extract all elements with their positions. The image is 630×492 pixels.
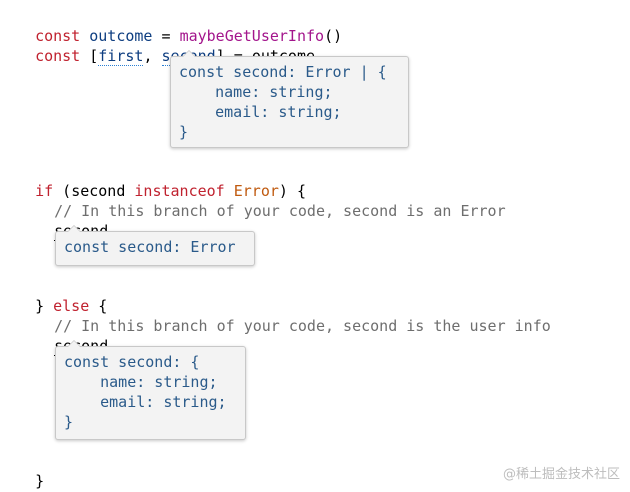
code-line-7: // In this branch of your code, second i… — [36, 296, 551, 335]
comment: // In this branch of your code, second i… — [54, 202, 506, 220]
watermark: @稀土掘金技术社区 — [502, 467, 620, 482]
code-line-1: const outcome = maybeGetUserInfo() — [17, 6, 342, 45]
call-parens: () — [324, 27, 343, 45]
paren-close-brace: ) { — [278, 182, 306, 200]
type-hover-tooltip-2: const second: Error — [55, 225, 255, 266]
code-line-8: second — [36, 316, 109, 356]
keyword-else: else — [53, 297, 90, 315]
function-call-name[interactable]: maybeGetUserInfo — [179, 27, 325, 45]
code-line-9: } — [17, 451, 44, 490]
bracket-open: [ — [80, 47, 99, 65]
identifier-second[interactable]: second — [71, 182, 126, 200]
code-line-6: } else { — [17, 276, 107, 315]
identifier-outcome[interactable]: outcome — [89, 27, 153, 45]
comment: // In this branch of your code, second i… — [54, 317, 551, 335]
code-line-3: if (second instanceof Error) { — [17, 161, 306, 200]
identifier-error[interactable]: Error — [233, 182, 279, 200]
operator-assign: = — [152, 27, 180, 45]
comma: , — [143, 47, 162, 65]
paren-open: ( — [53, 182, 72, 200]
code-line-2: const [first, second] = outcome — [17, 26, 316, 66]
type-hover-tooltip-3: const second: { name: string; email: str… — [55, 340, 246, 440]
keyword-instanceof: instanceof — [134, 182, 225, 200]
keyword-const: const — [35, 27, 81, 45]
brace-open: { — [89, 297, 108, 315]
keyword-const: const — [35, 47, 81, 65]
identifier-first[interactable]: first — [98, 47, 144, 66]
brace-close: } — [35, 297, 54, 315]
code-line-4: // In this branch of your code, second i… — [36, 181, 506, 220]
code-line-5: second — [36, 201, 109, 241]
brace-close: } — [35, 472, 45, 490]
keyword-if: if — [35, 182, 54, 200]
type-hover-tooltip-1: const second: Error | { name: string; em… — [170, 50, 409, 148]
